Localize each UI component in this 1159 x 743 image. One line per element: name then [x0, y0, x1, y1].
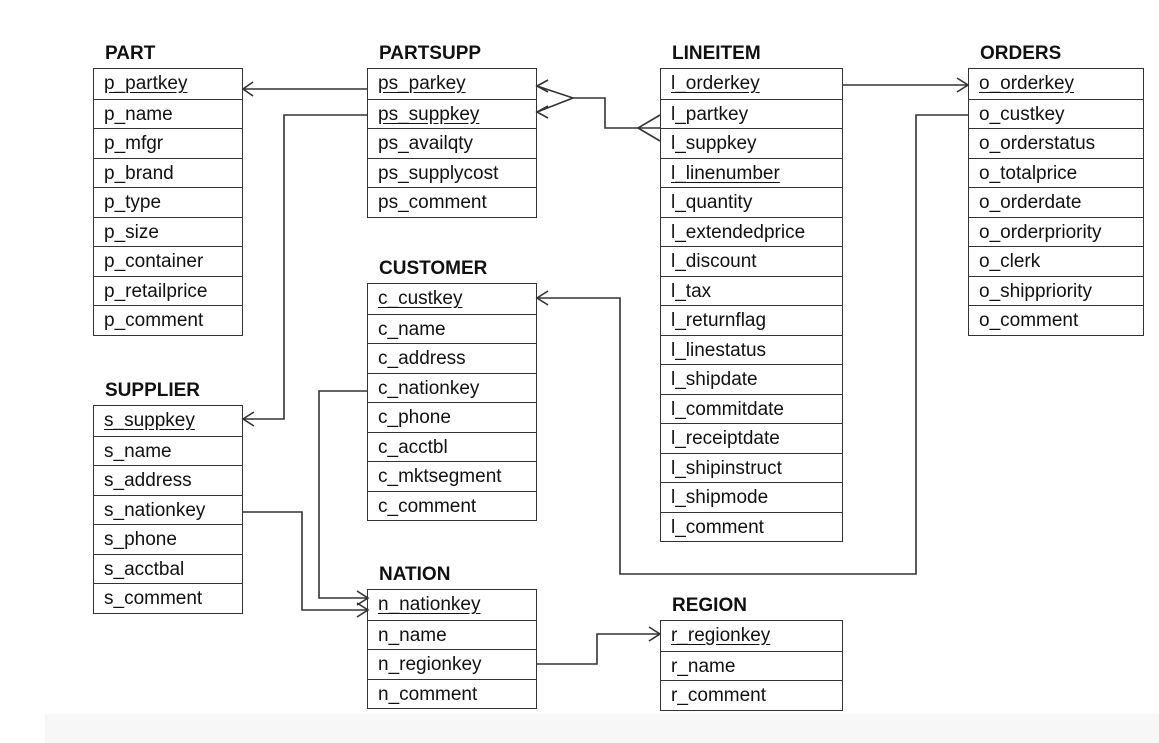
connector-lineitem-orders — [843, 77, 970, 93]
bottom-strip — [45, 714, 1159, 743]
connector-customer-nation — [318, 390, 370, 606]
connector-partsupp-part — [241, 81, 368, 97]
column-row: o_orderkey — [979, 73, 1075, 94]
table-title: PARTSUPP — [379, 43, 482, 64]
column-row: l_linestatus — [661, 334, 842, 365]
column-row: o_comment — [969, 305, 1143, 335]
column-row: o_custkey — [969, 98, 1143, 129]
column-row: p_comment — [94, 305, 242, 335]
column-row: o_orderpriority — [969, 216, 1143, 247]
table-title: LINEITEM — [672, 43, 761, 64]
column-row: ps_comment — [368, 187, 536, 217]
column-row: l_receiptdate — [661, 423, 842, 453]
table-part: PART p_partkey p_name p_mfgr p_brand p_t… — [93, 43, 243, 336]
column-row: c_name — [368, 313, 536, 344]
table-partsupp: PARTSUPP ps_parkey ps_suppkey ps_availqt… — [367, 43, 537, 218]
column-row: c_nationkey — [368, 372, 536, 403]
column-row: l_shipinstruct — [661, 452, 842, 483]
column-row: p_partkey — [104, 73, 188, 94]
column-row: l_extendedprice — [661, 216, 842, 247]
table-lineitem: LINEITEM l_orderkey l_partkey l_suppkey … — [660, 43, 843, 542]
connector-nation-region — [537, 626, 662, 665]
column-row: l_linenumber — [661, 157, 842, 188]
column-row: l_quantity — [661, 187, 842, 217]
column-row: p_name — [94, 98, 242, 129]
column-row: l_partkey — [661, 98, 842, 129]
table-nation: NATION n_nationkey n_name n_regionkey n_… — [367, 564, 537, 709]
column-row: r_comment — [661, 680, 842, 710]
column-row: c_address — [368, 343, 536, 373]
table-region: REGION r_regionkey r_name r_comment — [660, 595, 843, 711]
column-row: l_comment — [661, 511, 842, 542]
column-row: c_custkey — [378, 288, 463, 309]
column-row: s_name — [94, 435, 242, 466]
column-row: l_tax — [661, 275, 842, 306]
column-row: s_comment — [94, 583, 242, 613]
column-row: p_mfgr — [94, 128, 242, 158]
connector-supplier-nation — [243, 511, 370, 618]
column-row: s_acctbal — [94, 553, 242, 584]
column-row: ps_supplycost — [368, 157, 536, 188]
column-row: c_mktsegment — [368, 461, 536, 491]
table-title: SUPPLIER — [105, 380, 201, 401]
column-row: o_totalprice — [969, 157, 1143, 188]
connector-orders-customer — [535, 114, 968, 575]
column-row: c_phone — [368, 402, 536, 432]
column-row: p_retailprice — [94, 275, 242, 306]
column-row: p_container — [94, 246, 242, 276]
table-title: ORDERS — [980, 43, 1062, 64]
column-row: l_commitdate — [661, 393, 842, 424]
column-row: ps_suppkey — [368, 98, 536, 129]
column-row: o_shippriority — [969, 275, 1143, 306]
table-supplier: SUPPLIER s_suppkey s_name s_address s_na… — [93, 380, 243, 614]
column-row: o_orderdate — [969, 187, 1143, 217]
column-row: p_type — [94, 187, 242, 217]
column-row: l_shipmode — [661, 482, 842, 512]
column-row: l_returnflag — [661, 305, 842, 335]
column-row: c_comment — [368, 490, 536, 521]
column-row: ps_availqty — [368, 128, 536, 158]
connector-lineitem-partsupp — [535, 79, 661, 142]
column-row: c_acctbl — [368, 431, 536, 462]
table-orders: ORDERS o_orderkey o_custkey o_orderstatu… — [968, 43, 1144, 336]
table-title: REGION — [672, 595, 747, 616]
column-row: s_nationkey — [94, 494, 242, 525]
column-row: ps_parkey — [378, 73, 466, 94]
column-row: r_regionkey — [671, 625, 771, 646]
column-row: n_name — [368, 619, 536, 650]
table-title: NATION — [379, 564, 451, 585]
column-row: l_shipdate — [661, 364, 842, 394]
column-row: o_orderstatus — [969, 128, 1143, 158]
column-row: o_clerk — [969, 246, 1143, 276]
column-row: s_phone — [94, 524, 242, 554]
column-row: p_brand — [94, 157, 242, 188]
table-title: CUSTOMER — [379, 258, 488, 279]
column-row: l_discount — [661, 246, 842, 276]
column-row: s_address — [94, 465, 242, 495]
table-customer: CUSTOMER c_custkey c_name c_address c_na… — [367, 258, 537, 521]
column-row: n_regionkey — [368, 649, 536, 679]
column-row: l_suppkey — [661, 128, 842, 158]
column-row: n_comment — [368, 678, 536, 709]
column-row: n_nationkey — [378, 594, 481, 615]
column-row: p_size — [94, 216, 242, 247]
column-row: r_name — [661, 650, 842, 681]
column-row: l_orderkey — [671, 73, 760, 94]
table-title: PART — [105, 43, 156, 64]
column-row: s_suppkey — [104, 410, 195, 431]
connector-partsupp-supplier — [241, 114, 368, 427]
